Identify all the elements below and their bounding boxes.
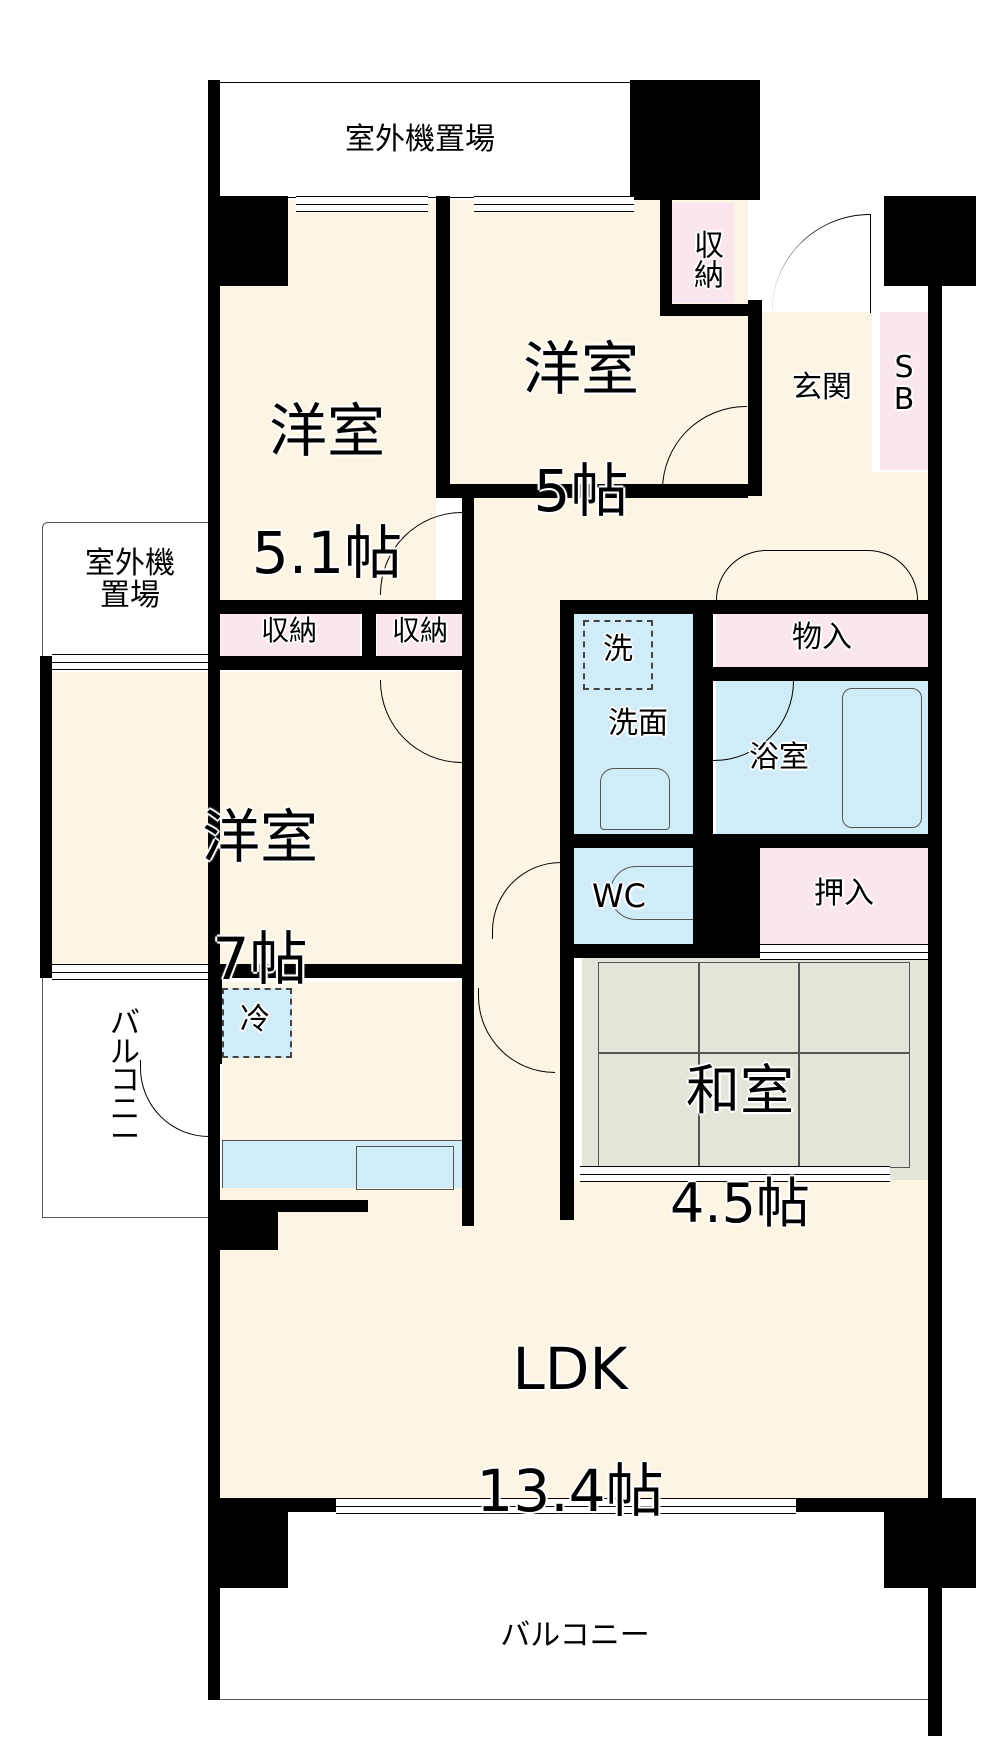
wall — [630, 80, 760, 200]
wall — [748, 300, 762, 496]
label-storage-left: 収納 — [260, 614, 317, 647]
wall — [208, 1200, 278, 1250]
fridge-space — [222, 988, 292, 1058]
entrance — [762, 312, 872, 472]
storage-left — [218, 614, 360, 656]
wall — [660, 304, 750, 316]
outdoor-unit-area-side — [42, 522, 210, 660]
window — [296, 196, 428, 212]
wall — [713, 667, 928, 681]
label-toilet: WC — [592, 877, 646, 915]
room-name: 和室 — [686, 1058, 794, 1122]
storage-top — [672, 203, 734, 303]
wall — [928, 196, 942, 1736]
label-japanese-room: 和室 4.5帖 — [620, 1006, 860, 1289]
label-storeroom: 物入 — [792, 620, 852, 655]
label-fridge: 冷 — [240, 1002, 270, 1037]
balcony-bottom — [210, 1500, 940, 1700]
label-western-room-1: 洋室 5.1帖 — [218, 340, 436, 644]
room-size: 5帖 — [533, 456, 629, 525]
wall — [208, 80, 220, 1700]
label-outdoor-unit-side: 室外機 置場 — [85, 546, 175, 613]
wall — [208, 196, 288, 286]
window — [580, 1166, 890, 1182]
window — [52, 654, 208, 670]
label-balcony-bottom: バルコニー — [500, 1618, 650, 1653]
outdoor-unit-area-top — [210, 82, 630, 198]
wall — [660, 196, 672, 316]
label-balcony-side: バ ル コ ニ ー — [110, 1006, 140, 1155]
room-size: 13.4帖 — [476, 1456, 664, 1525]
wall — [208, 964, 222, 1064]
label-washroom: 洗面 — [608, 706, 668, 741]
wall — [560, 944, 760, 958]
kitchen-sink-icon — [356, 1146, 454, 1190]
label-entrance: 玄関 — [792, 370, 852, 405]
room-size: 5.1帖 — [251, 518, 403, 587]
label-bathroom: 浴室 — [749, 740, 809, 775]
tatami-line — [598, 1052, 910, 1054]
wall — [208, 600, 470, 614]
wall — [208, 1498, 288, 1588]
window — [52, 964, 208, 980]
storage-mid — [377, 614, 463, 656]
label-ldk: LDK 13.4帖 — [440, 1278, 700, 1582]
wall — [560, 600, 928, 614]
wall — [560, 600, 574, 1220]
room-name: 洋室 — [268, 396, 385, 465]
window — [474, 196, 634, 212]
label-western-room-2: 洋室 5帖 — [486, 278, 676, 582]
storeroom — [716, 613, 928, 669]
ldk — [218, 1188, 938, 1500]
ldk-upper — [470, 1180, 938, 1200]
label-storage-top: 収納 — [688, 229, 723, 289]
wall — [208, 656, 470, 670]
label-closet: 押入 — [814, 876, 874, 911]
wall — [278, 1200, 368, 1212]
closet-doors[interactable] — [716, 550, 918, 601]
shoe-box — [880, 312, 928, 470]
room-size: 4.5帖 — [670, 1172, 810, 1236]
room-name: 洋室 — [522, 334, 639, 403]
wall — [436, 196, 450, 496]
label-washer: 洗 — [603, 632, 633, 667]
washer-space — [583, 620, 653, 690]
closet — [760, 848, 928, 944]
wall — [884, 1498, 976, 1588]
label-storage-mid: 収納 — [391, 614, 448, 647]
window — [760, 944, 928, 960]
sink-icon — [600, 768, 670, 830]
japanese-room — [582, 958, 928, 1180]
wall — [362, 600, 376, 660]
label-outdoor-unit-top: 室外機置場 — [345, 122, 495, 157]
bathtub-icon — [842, 688, 922, 828]
room-name: LDK — [512, 1334, 628, 1403]
front-door[interactable] — [772, 214, 871, 313]
room-name: 洋室 — [201, 802, 318, 871]
label-western-room-3: 洋室 7帖 — [140, 746, 380, 1050]
wall — [705, 834, 760, 954]
room-size: 7帖 — [212, 924, 308, 993]
wall — [40, 656, 52, 976]
label-shoe-box: S B — [893, 350, 915, 417]
wall — [462, 496, 474, 1226]
window — [336, 1498, 796, 1514]
